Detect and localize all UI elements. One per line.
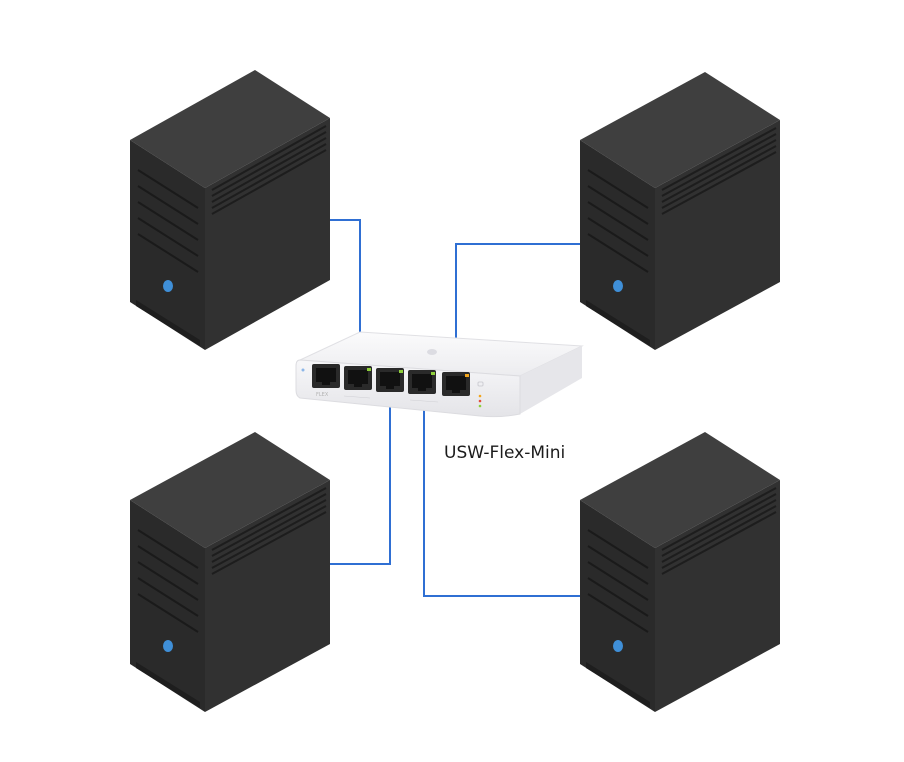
drive-bays xyxy=(587,169,649,273)
cable-bottom-right xyxy=(423,390,586,597)
power-button-icon xyxy=(613,280,623,292)
switch-side xyxy=(520,346,582,414)
port-led-icon xyxy=(431,372,435,375)
ethernet-port-5 xyxy=(442,372,470,396)
drive-bays xyxy=(137,169,199,273)
server-vent xyxy=(211,125,327,215)
port-led-icon xyxy=(399,370,403,373)
led-red-icon xyxy=(478,399,482,403)
ethernet-port-1 xyxy=(312,364,340,388)
server-vent xyxy=(661,487,777,575)
server-vent xyxy=(211,487,327,575)
reset-icon xyxy=(477,381,484,387)
ethernet-port-2 xyxy=(344,366,372,390)
port-led-icon xyxy=(367,368,371,371)
led-amber-icon xyxy=(478,394,482,398)
switch-model-text: FLEX xyxy=(316,392,329,398)
status-led-icon xyxy=(301,368,305,372)
ethernet-port-3 xyxy=(376,368,404,392)
power-button-icon xyxy=(163,280,173,292)
drive-bays xyxy=(587,529,649,633)
server-bottom-left xyxy=(130,432,330,712)
ethernet-port-4 xyxy=(408,370,436,394)
ui-logo-icon xyxy=(427,349,437,355)
switch-usw-flex-mini: FLEX xyxy=(295,331,584,418)
led-green-icon xyxy=(478,404,482,408)
drive-bays xyxy=(137,529,199,633)
server-top-left xyxy=(130,70,330,350)
cable-top-right xyxy=(455,243,586,378)
power-button-icon xyxy=(163,640,173,652)
cable-top-left xyxy=(328,219,361,378)
port-led-icon xyxy=(465,374,469,377)
server-vent xyxy=(661,127,777,215)
cables xyxy=(328,219,586,597)
power-button-icon xyxy=(613,640,623,652)
server-top-right xyxy=(580,72,780,350)
switch-label: USW-Flex-Mini xyxy=(444,443,565,463)
server-bottom-right xyxy=(580,432,780,712)
cable-bottom-left xyxy=(330,390,391,565)
